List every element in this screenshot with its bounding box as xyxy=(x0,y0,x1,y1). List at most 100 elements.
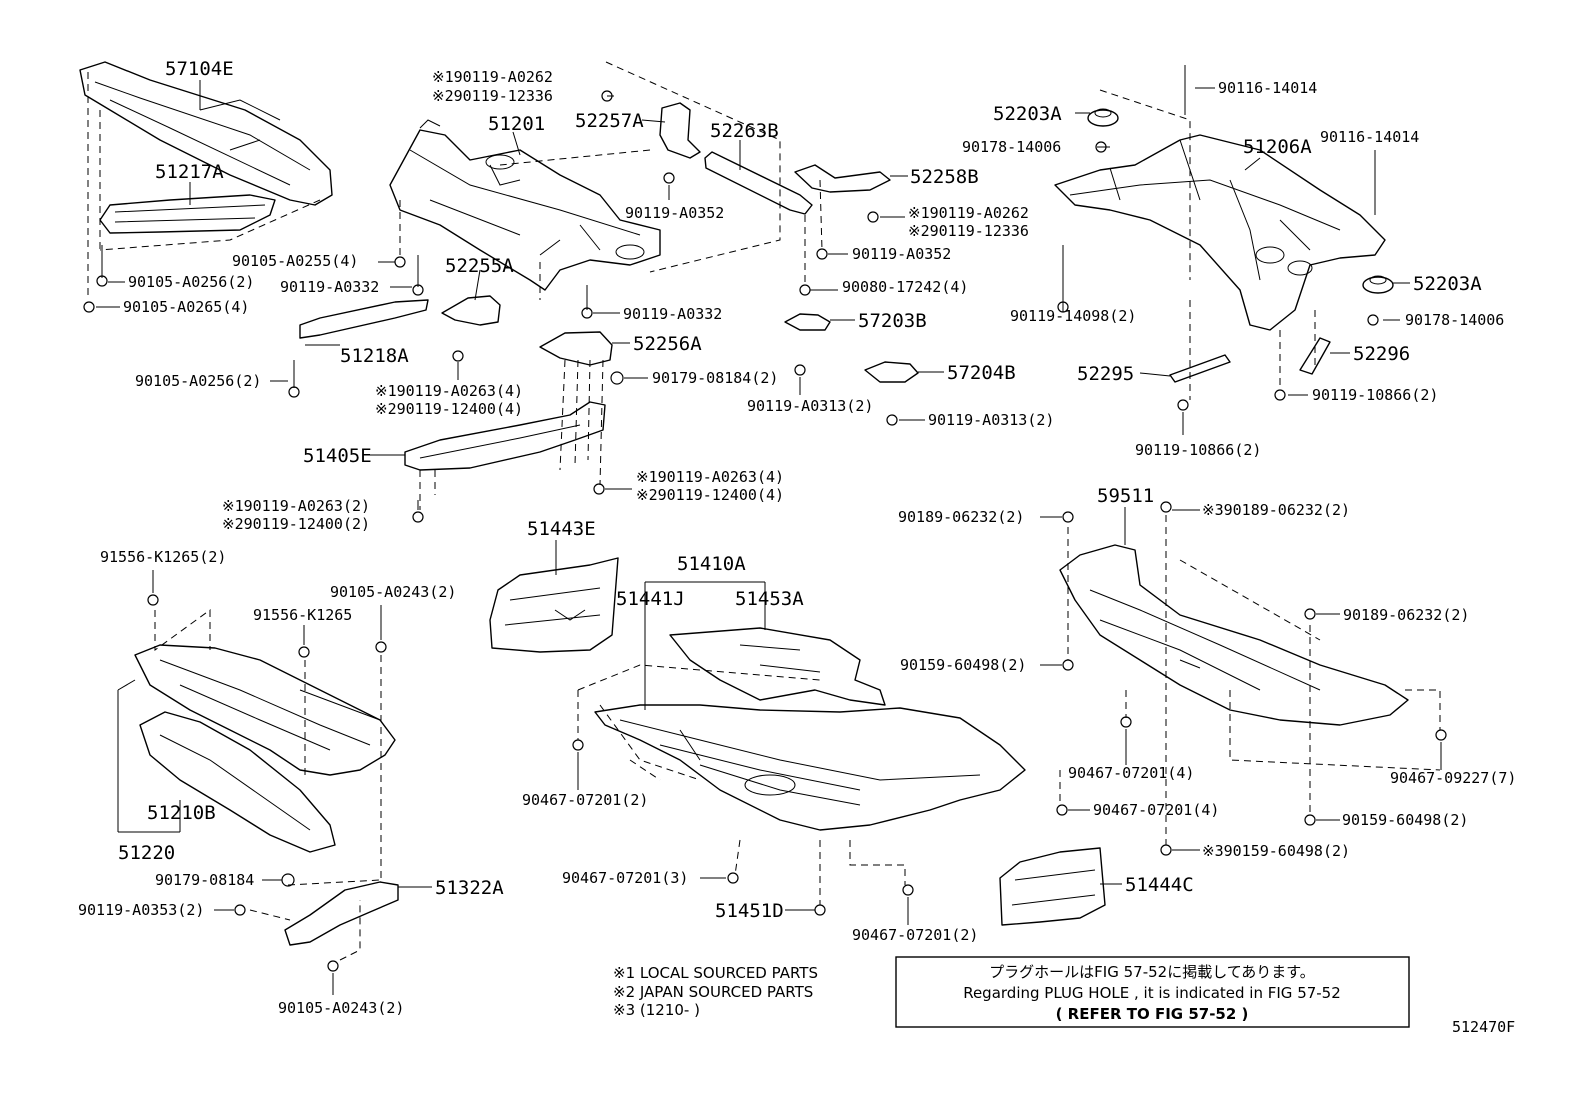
fastener-icons xyxy=(83,90,1447,972)
label-290119-12400-b: ※290119-12400(4) xyxy=(636,486,784,504)
label-190119-A0263-c: ※190119-A0263(2) xyxy=(222,497,370,515)
part-57204B-plate xyxy=(864,361,919,383)
label-90467-07201-e: 90467-07201(2) xyxy=(852,926,978,944)
label-57204B: 57204B xyxy=(947,362,1016,384)
label-90467-07201-d: 90467-07201(3) xyxy=(562,869,688,887)
part-52258B-bracket xyxy=(794,164,891,193)
label-90119-A0353: 90119-A0353(2) xyxy=(78,901,204,919)
label-90116-14014-a: 90116-14014 xyxy=(1218,79,1317,97)
part-labels: 57104E 51217A 51201 52257A 52263B 52258B… xyxy=(118,58,1482,922)
label-51217A: 51217A xyxy=(155,161,224,183)
label-52258B: 52258B xyxy=(910,166,979,188)
part-52263B-rail xyxy=(704,151,813,215)
label-90116-14014-b: 90116-14014 xyxy=(1320,128,1419,146)
label-90159-60498-a: 90159-60498(2) xyxy=(900,656,1026,674)
label-52263B: 52263B xyxy=(710,120,779,142)
part-51206A-crossmember xyxy=(1054,134,1386,331)
label-90119-A0313-a: 90119-A0313(2) xyxy=(747,397,873,415)
label-51322A: 51322A xyxy=(435,877,504,899)
label-90189-06232-a: 90189-06232(2) xyxy=(898,508,1024,526)
label-51453A: 51453A xyxy=(735,588,804,610)
part-51444C-cover xyxy=(999,847,1106,926)
label-51206A: 51206A xyxy=(1243,136,1312,158)
label-52257A: 52257A xyxy=(575,110,644,132)
label-52295: 52295 xyxy=(1077,363,1134,385)
label-190119-A0262-b: ※190119-A0262 xyxy=(908,204,1029,222)
part-52203A-upper-cushion xyxy=(1087,108,1119,127)
label-90105-A0255: 90105-A0255(4) xyxy=(232,252,358,270)
label-91556-K1265-a: 91556-K1265(2) xyxy=(100,548,226,566)
part-52296-rod xyxy=(1299,337,1331,375)
label-51201: 51201 xyxy=(488,113,545,135)
label-90159-60498-b: 90159-60498(2) xyxy=(1342,811,1468,829)
notice-english: Regarding PLUG HOLE , it is indicated in… xyxy=(963,984,1341,1002)
part-59511-undercover xyxy=(1059,544,1409,726)
label-90178-14006-b: 90178-14006 xyxy=(1405,311,1504,329)
label-51210B: 51210B xyxy=(147,802,216,824)
label-52203A-top: 52203A xyxy=(993,103,1062,125)
label-51444C: 51444C xyxy=(1125,874,1194,896)
label-52255A: 52255A xyxy=(445,255,514,277)
label-51451D: 51451D xyxy=(715,900,784,922)
label-90179-08184-b: 90179-08184 xyxy=(155,871,254,889)
label-290119-12400-a: ※290119-12400(4) xyxy=(375,400,523,418)
part-52257A-bracket xyxy=(659,102,701,159)
label-90119-A0332-b: 90119-A0332 xyxy=(623,305,722,323)
label-51405E: 51405E xyxy=(303,445,372,467)
part-52255A-bracket xyxy=(441,295,501,326)
label-90119-10866-b: 90119-10866(2) xyxy=(1135,441,1261,459)
label-190119-A0262-a: ※190119-A0262 xyxy=(432,68,553,86)
legend-japan-sourced: ※2 JAPAN SOURCED PARTS xyxy=(613,983,813,1001)
part-52295-rod xyxy=(1169,354,1231,383)
label-90119-10866-a: 90119-10866(2) xyxy=(1312,386,1438,404)
label-90467-07201-b: 90467-07201(4) xyxy=(1068,764,1194,782)
label-190119-A0263-b: ※190119-A0263(4) xyxy=(636,468,784,486)
label-90105-A0265: 90105-A0265(4) xyxy=(123,298,249,316)
notice-refer: ( REFER TO FIG 57-52 ) xyxy=(1056,1005,1249,1023)
label-57104E: 57104E xyxy=(165,58,234,80)
assembly-dashed-lines xyxy=(87,61,1441,961)
plug-hole-notice: プラグホールはFIG 57-52に掲載してあります。 Regarding PLU… xyxy=(895,956,1410,1028)
label-51443E: 51443E xyxy=(527,518,596,540)
label-51410A: 51410A xyxy=(677,553,746,575)
notice-box xyxy=(895,956,1410,1028)
part-57203B-plate xyxy=(784,313,831,331)
label-51220: 51220 xyxy=(118,842,175,864)
stud-icons xyxy=(101,65,1376,388)
label-90467-07201-a: 90467-07201(2) xyxy=(522,791,648,809)
part-52256A-bracket xyxy=(539,331,613,366)
label-390159-60498: ※390159-60498(2) xyxy=(1202,842,1350,860)
label-52256A: 52256A xyxy=(633,333,702,355)
label-90189-06232-b: 90189-06232(2) xyxy=(1343,606,1469,624)
label-90105-A0256-b: 90105-A0256(2) xyxy=(135,372,261,390)
label-90105-A0243-b: 90105-A0243(2) xyxy=(278,999,404,1017)
part-51410A-undercover xyxy=(594,704,1026,831)
part-51218A-bracket xyxy=(299,299,429,339)
legend-local-sourced: ※1 LOCAL SOURCED PARTS xyxy=(613,964,818,982)
label-52296: 52296 xyxy=(1353,343,1410,365)
label-59511: 59511 xyxy=(1097,485,1154,507)
label-90105-A0243-a: 90105-A0243(2) xyxy=(330,583,456,601)
fastener-labels: ※190119-A0262 ※290119-12336 90119-A0352 … xyxy=(78,68,1516,1017)
label-190119-A0263-a: ※190119-A0263(4) xyxy=(375,382,523,400)
part-51220-undercover xyxy=(134,644,396,776)
leader-lines xyxy=(96,80,1442,995)
label-290119-12400-c: ※290119-12400(2) xyxy=(222,515,370,533)
label-51218A: 51218A xyxy=(340,345,409,367)
part-51322A-bracket xyxy=(284,881,399,946)
label-90119-A0313-b: 90119-A0313(2) xyxy=(928,411,1054,429)
label-290119-12336-b: ※290119-12336 xyxy=(908,222,1029,240)
part-51453A-cover xyxy=(669,627,886,706)
label-290119-12336-a: ※290119-12336 xyxy=(432,87,553,105)
label-90179-08184-a: 90179-08184(2) xyxy=(652,369,778,387)
label-90105-A0256-a: 90105-A0256(2) xyxy=(128,273,254,291)
label-90119-A0352-a: 90119-A0352 xyxy=(625,204,724,222)
label-57203B: 57203B xyxy=(858,310,927,332)
legend-serial-range: ※3 (1210- ) xyxy=(613,1001,700,1019)
label-52203A-bottom: 52203A xyxy=(1413,273,1482,295)
part-51443E-cover xyxy=(489,557,619,653)
label-90178-14006-a: 90178-14006 xyxy=(962,138,1061,156)
part-52203A-lower-cushion xyxy=(1362,275,1394,294)
part-51217A-bracket xyxy=(99,194,276,234)
